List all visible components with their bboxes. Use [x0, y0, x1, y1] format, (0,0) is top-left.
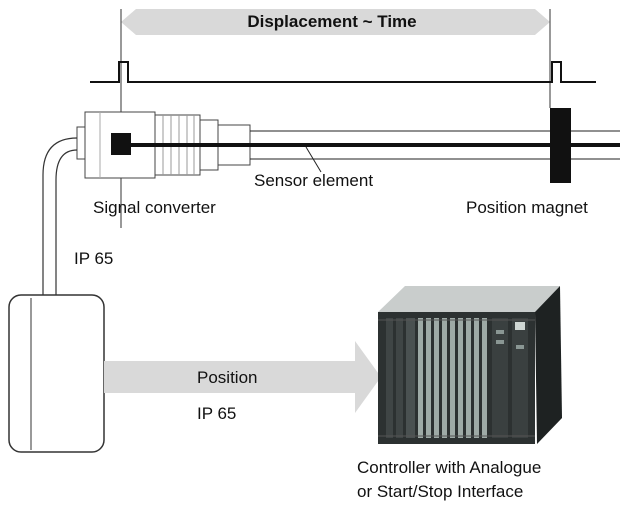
- ip-rating-label-bottom: IP 65: [197, 404, 236, 423]
- controller-plc: [378, 286, 562, 444]
- signal-converter-label: Signal converter: [93, 198, 216, 217]
- pulse-signal: [90, 61, 596, 83]
- controller-label-line1: Controller with Analogue: [357, 458, 541, 477]
- position-magnet: [550, 108, 571, 183]
- displacement-time-arrow: Displacement ~ Time: [120, 9, 551, 228]
- sensor-element-label: Sensor element: [254, 171, 373, 190]
- connection-cable: [42, 137, 78, 296]
- controller-label-line2: or Start/Stop Interface: [357, 482, 523, 501]
- displacement-time-label: Displacement ~ Time: [247, 12, 416, 31]
- sensor-element-leader: [305, 146, 322, 173]
- position-label: Position: [197, 368, 257, 387]
- converter-chip: [111, 133, 131, 155]
- position-arrow: [104, 341, 381, 413]
- position-magnet-label: Position magnet: [466, 198, 588, 217]
- electronics-box: [8, 294, 105, 453]
- ip-rating-label-top: IP 65: [74, 249, 113, 268]
